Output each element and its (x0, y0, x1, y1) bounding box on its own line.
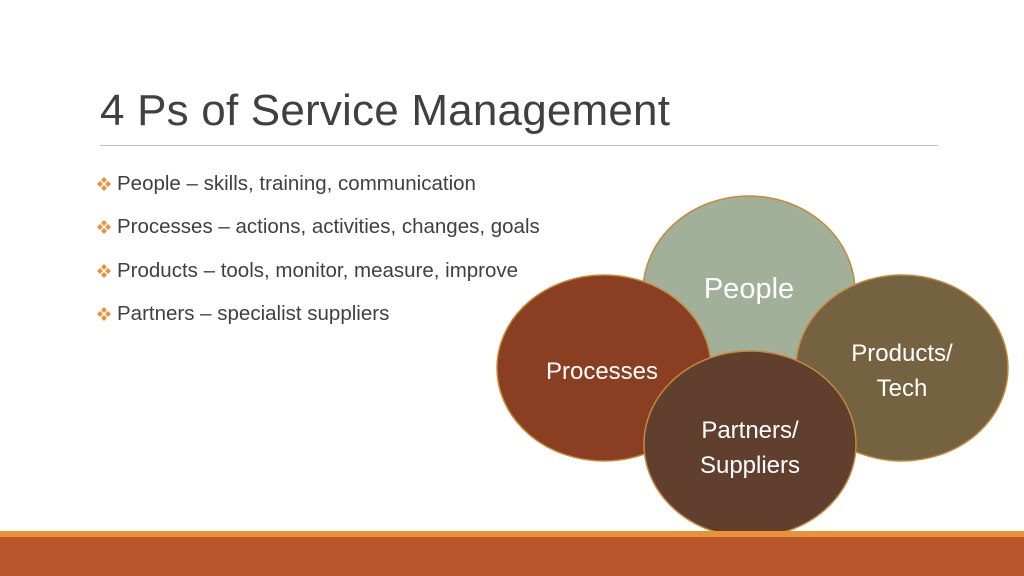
circle-label-processes: Processes (546, 358, 658, 385)
bullet-item-processes: Processes – actions, activities, changes… (92, 206, 540, 250)
bullet-text: Partners – specialist suppliers (117, 302, 390, 326)
circle-label-products-line1: Products/ (851, 340, 953, 367)
circle-partners (643, 350, 857, 538)
slide-title: 4 Ps of Service Management (100, 86, 671, 135)
bullet-item-partners: Partners – specialist suppliers (92, 293, 540, 337)
diamond-cluster-icon (97, 307, 111, 322)
bullet-item-products: Products – tools, monitor, measure, impr… (92, 249, 540, 293)
circle-label-products-line2: Tech (877, 375, 928, 402)
footer-accent-line (0, 531, 1024, 537)
diamond-cluster-icon (97, 263, 111, 278)
bullet-item-people: People – skills, training, communication (92, 162, 540, 206)
circle-label-partners-line2: Suppliers (700, 452, 800, 479)
bullet-text: Products – tools, monitor, measure, impr… (117, 258, 519, 282)
footer-bar (0, 531, 1024, 576)
bullet-text: Processes – actions, activities, changes… (117, 215, 540, 239)
circle-label-people: People (704, 273, 794, 305)
diamond-cluster-icon (97, 220, 111, 235)
title-divider (100, 145, 938, 146)
bullet-list: People – skills, training, communication… (92, 162, 540, 336)
bullet-text: People – skills, training, communication (117, 171, 476, 195)
diamond-cluster-icon (97, 176, 111, 191)
circle-label-partners-line1: Partners/ (701, 417, 799, 444)
